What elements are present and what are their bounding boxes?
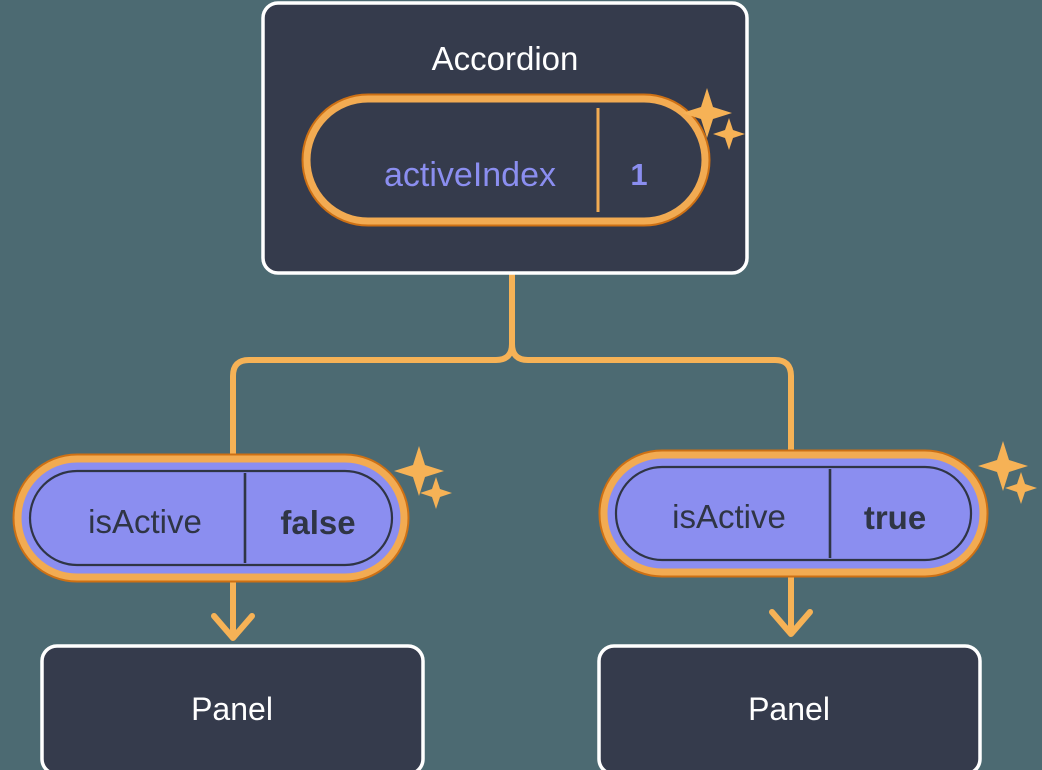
right-branch: isActive true Panel xyxy=(597,441,1037,770)
sparkle-group-left xyxy=(394,446,452,509)
pill-ring-inner xyxy=(303,95,709,225)
sparkle-small-icon xyxy=(1005,472,1037,504)
sparkle-group-right xyxy=(978,441,1037,504)
connector-trunk xyxy=(230,269,515,465)
sparkle-large-icon xyxy=(682,88,732,138)
accordion-node[interactable]: Accordion activeIndex 1 xyxy=(261,1,749,275)
panel-node-title: Panel xyxy=(748,691,830,727)
connector-trunk-right xyxy=(509,269,794,465)
pill-value-label: true xyxy=(864,499,926,536)
pill-body xyxy=(28,469,394,567)
sparkle-group-root xyxy=(682,88,745,150)
pill-key-label: activeIndex xyxy=(384,156,556,194)
right-prop-pill[interactable]: isActive true xyxy=(598,449,989,578)
panel-right-node[interactable]: Panel xyxy=(597,644,982,770)
sparkle-small-icon xyxy=(713,118,745,150)
pill-value-label: false xyxy=(280,504,355,541)
pill-body xyxy=(614,465,973,562)
sparkle-large-icon xyxy=(394,446,444,496)
sparkle-large-icon xyxy=(978,441,1028,491)
pill-key-label: isActive xyxy=(672,498,786,535)
sparkle-small-icon xyxy=(420,477,452,509)
panel-left-node[interactable]: Panel xyxy=(40,644,425,770)
left-branch: isActive false Panel xyxy=(12,446,452,770)
left-prop-pill[interactable]: isActive false xyxy=(12,453,410,583)
accordion-node-title: Accordion xyxy=(432,40,579,77)
panel-node-box[interactable] xyxy=(597,644,982,770)
pill-key-label: isActive xyxy=(88,503,202,540)
panel-node-box[interactable] xyxy=(40,644,425,770)
panel-node-title: Panel xyxy=(191,691,273,727)
pill-value-label: 1 xyxy=(630,157,647,192)
accordion-state-pill[interactable]: activeIndex 1 xyxy=(301,93,711,227)
